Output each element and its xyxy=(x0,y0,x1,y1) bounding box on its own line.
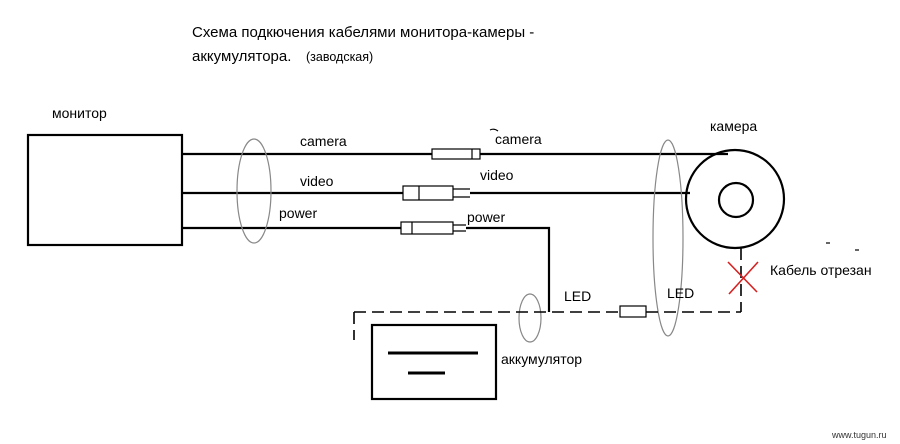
diagram-title-note: (заводская) xyxy=(306,50,373,64)
camera-wire-label-left: camera xyxy=(300,133,347,149)
cut-cable-cross-icon xyxy=(727,261,759,295)
battery-box xyxy=(370,323,498,401)
monitor-label: монитор xyxy=(52,105,107,121)
battery-label: аккумулятор xyxy=(501,351,582,367)
monitor-box xyxy=(26,133,184,247)
power-connector-pins xyxy=(411,222,466,234)
monitor-cable-bundle-loop xyxy=(236,138,272,244)
watermark: www.tugun.ru xyxy=(831,430,887,440)
camera-connector xyxy=(431,148,481,160)
battery-cable-bundle-loop xyxy=(518,293,542,343)
led-cable-left xyxy=(353,311,620,340)
led-connector xyxy=(619,305,647,318)
power-wire-label-right: power xyxy=(467,209,505,225)
camera-lens xyxy=(717,181,755,219)
power-connector xyxy=(400,221,454,235)
video-connector-pins xyxy=(418,186,470,200)
video-wire-label-right: video xyxy=(480,167,514,183)
camera-label: камера xyxy=(710,118,757,134)
power-wire-right xyxy=(466,226,551,312)
power-wire-label-left: power xyxy=(279,205,317,221)
camera-cable-bundle-loop xyxy=(652,139,684,337)
camera-wire-label-right: camera xyxy=(495,131,542,147)
video-connector xyxy=(402,185,454,201)
video-wire-label-left: video xyxy=(300,173,334,189)
camera-body xyxy=(684,148,786,250)
cut-cable-label: Кабель отрезан xyxy=(770,262,872,278)
camera-label-tick xyxy=(489,128,499,132)
led-label-left: LED xyxy=(564,288,591,304)
led-label-right: LED xyxy=(667,285,694,301)
diagram-title-line-1: Схема подкючения кабелями монитора-камер… xyxy=(192,24,534,41)
diagram-title-line-2: аккумулятора. xyxy=(192,48,291,65)
